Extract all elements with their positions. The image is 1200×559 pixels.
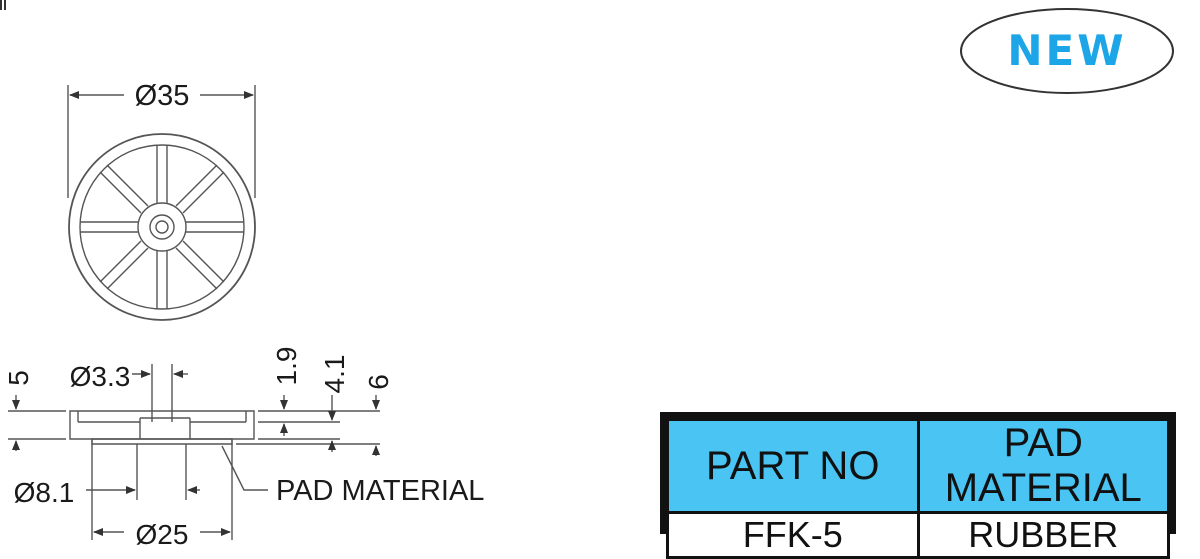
new-badge-label: NEW	[1007, 26, 1127, 75]
cell-part-no: FFK-5	[666, 511, 920, 559]
corner-mark	[0, 0, 6, 10]
edge-height-label: 5	[3, 370, 34, 386]
table-row: FFK-5 RUBBER	[666, 511, 1170, 559]
hole-diameter-label: Ø3.3	[70, 361, 131, 392]
body-height-label: 4.1	[319, 355, 350, 394]
spokes	[80, 145, 244, 309]
cell-pad-material: RUBBER	[916, 511, 1170, 559]
pad-material-callout: PAD MATERIAL	[276, 475, 484, 507]
header-pad-material: PAD MATERIAL	[916, 418, 1170, 514]
total-height-label: 6	[363, 374, 394, 390]
spec-table: PART NO PAD MATERIAL FFK-5 RUBBER	[660, 412, 1176, 559]
header-part-no: PART NO	[666, 418, 920, 514]
side-view	[8, 364, 380, 540]
spec-table-grid: PART NO PAD MATERIAL FFK-5 RUBBER	[666, 418, 1170, 559]
pad-diameter-label: Ø25	[136, 519, 189, 550]
new-badge: NEW	[958, 6, 1176, 96]
table-header-row: PART NO PAD MATERIAL	[666, 418, 1170, 514]
outer-diameter-label: Ø35	[135, 80, 190, 112]
pad-thickness-label: 1.9	[271, 347, 302, 386]
top-view	[67, 85, 256, 321]
hub-diameter-label: Ø8.1	[14, 477, 75, 508]
